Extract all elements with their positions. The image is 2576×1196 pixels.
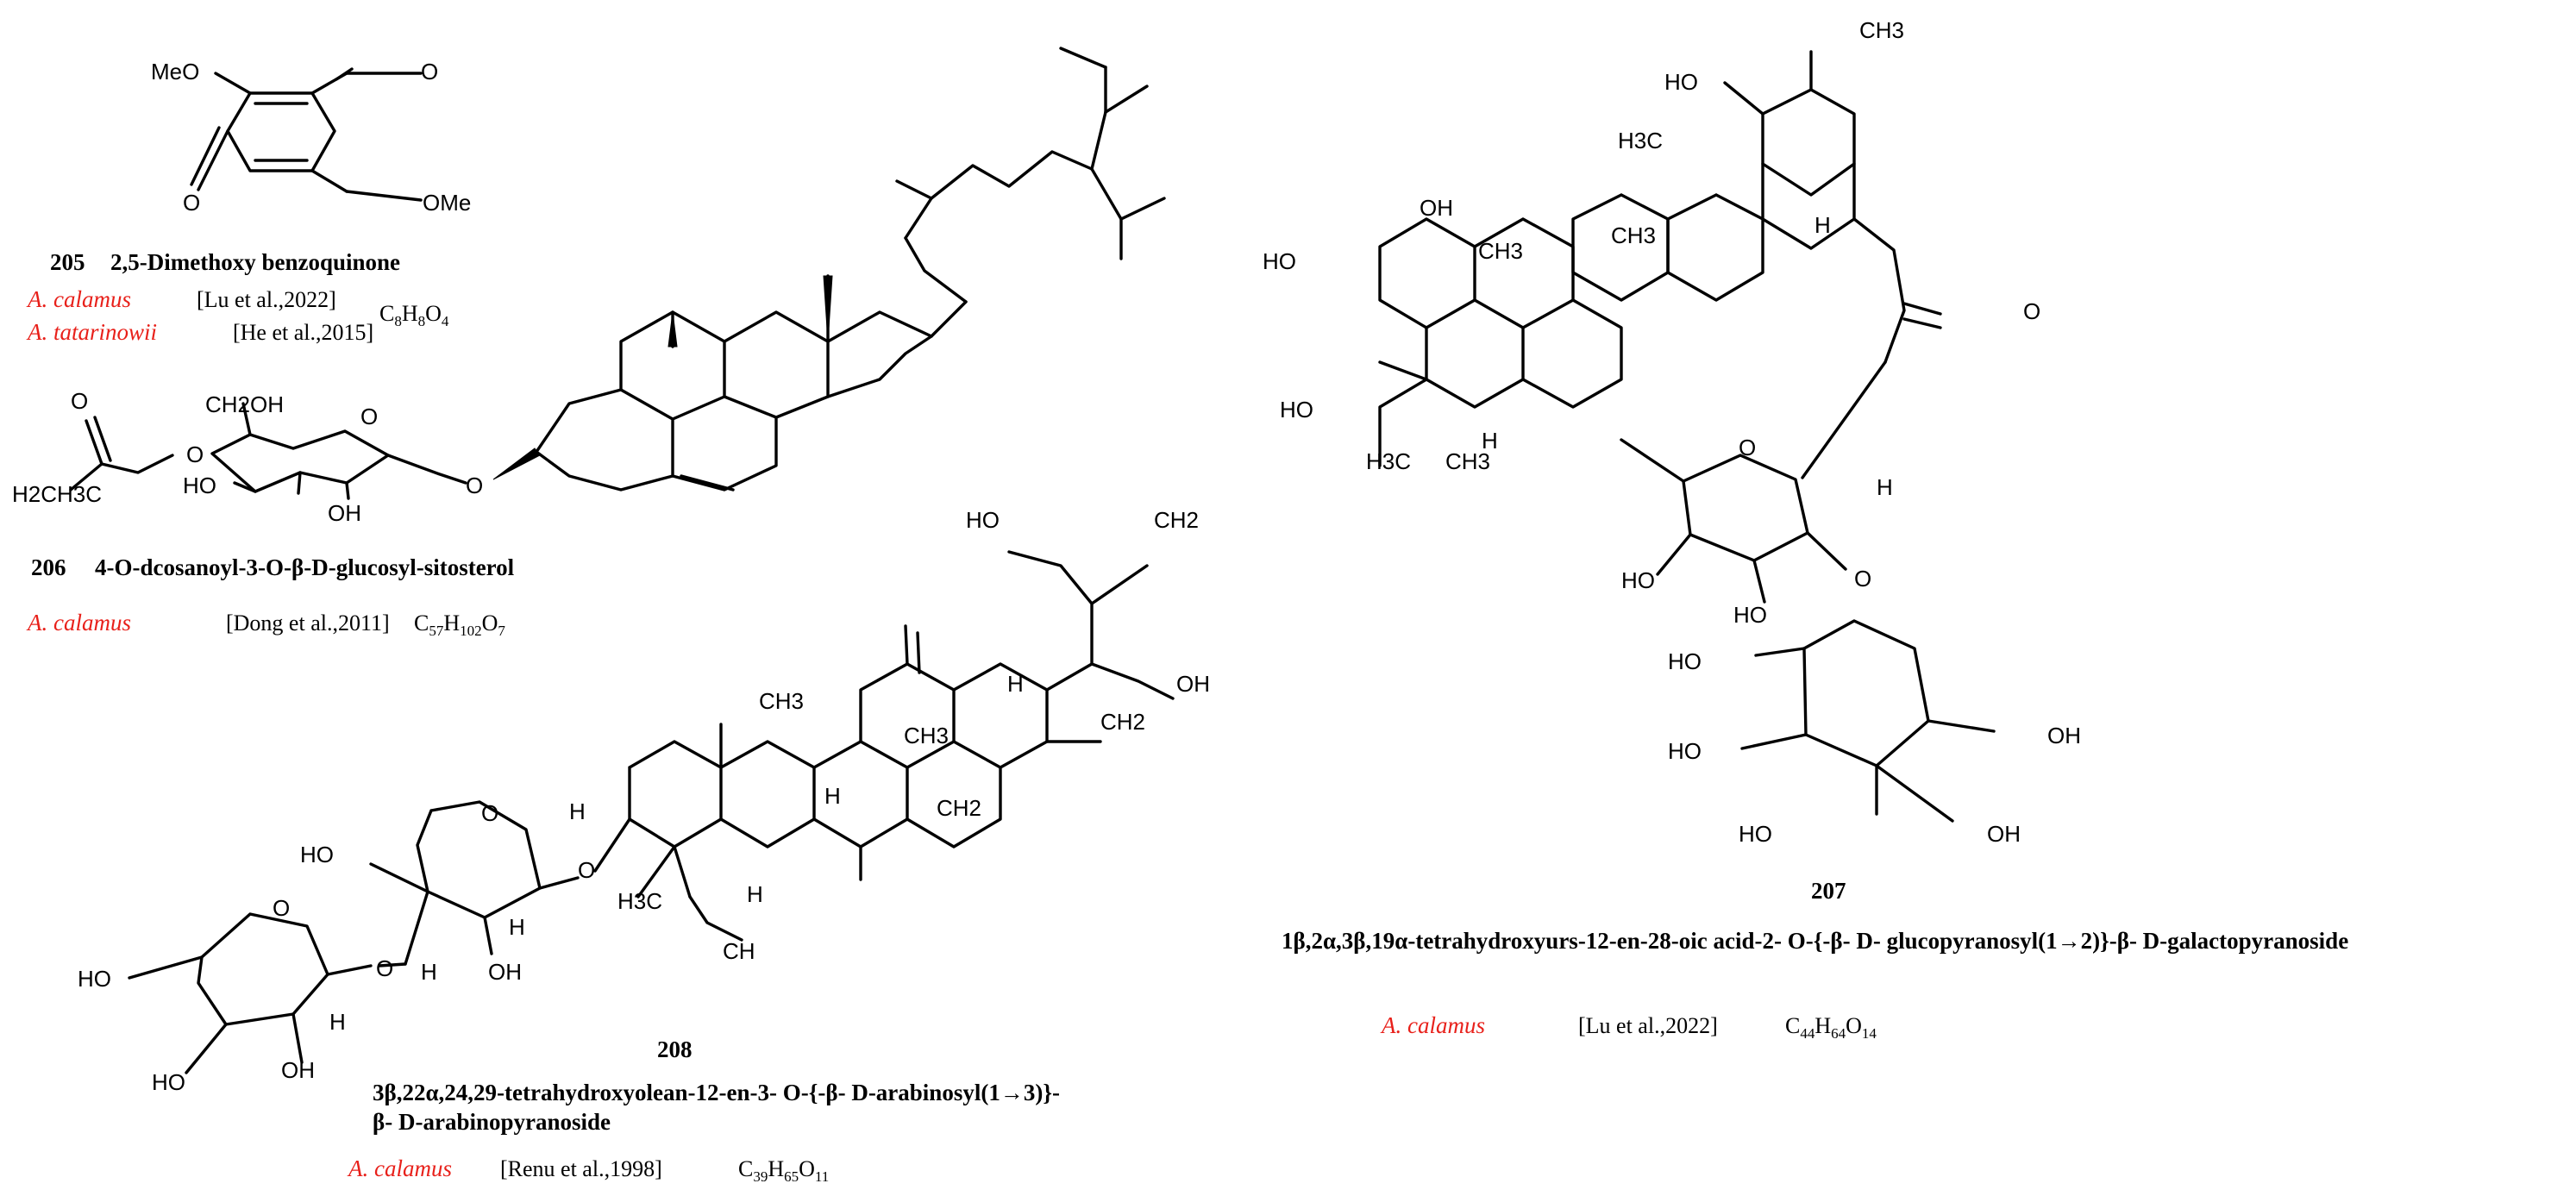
- atom-label: O: [273, 895, 290, 921]
- reference: [Lu et al.,2022]: [197, 287, 336, 312]
- atom-label: O: [1854, 566, 1871, 592]
- atom-label: HO: [1668, 738, 1702, 764]
- atom-label: CH2: [937, 795, 981, 821]
- species-name: A. calamus: [26, 286, 131, 312]
- atom-label: CH3: [1445, 448, 1490, 474]
- atom-label: HO: [1280, 397, 1313, 423]
- species-name: A. tatarinowii: [26, 319, 157, 345]
- compound-name-line1: 3β,22α,24,29-tetrahydroxyolean-12-en-3- …: [373, 1080, 1060, 1105]
- structure-207: CH3 HO H3C OH HO CH3 CH3 H HO H3C CH3 H …: [1263, 17, 2081, 847]
- atom-label: H2CH3C: [12, 481, 102, 507]
- reference: [Renu et al.,1998]: [500, 1156, 662, 1181]
- atom-label: CH2: [1100, 709, 1145, 735]
- caption-208: 208 3β,22α,24,29-tetrahydroxyolean-12-en…: [347, 1036, 1060, 1185]
- molecular-formula: C8H8O4: [379, 301, 449, 329]
- atom-label: CH3: [1478, 238, 1523, 264]
- atom-label: HO: [966, 507, 1000, 533]
- species-name: A. calamus: [1380, 1012, 1485, 1038]
- atom-label: H: [509, 914, 525, 940]
- atom-label: O: [421, 59, 438, 85]
- compound-number: 206: [31, 554, 66, 580]
- compound-name: 2,5-Dimethoxy benzoquinone: [110, 249, 400, 275]
- atom-label: H3C: [1618, 128, 1663, 153]
- compound-number: 208: [657, 1036, 693, 1062]
- atom-label: O: [183, 190, 200, 216]
- compound-name: 1β,2α,3β,19α-tetrahydroxyurs-12-en-28-oi…: [1282, 928, 2348, 954]
- atom-label: H: [421, 959, 437, 985]
- atom-label: H: [1007, 671, 1024, 697]
- atom-label: H: [1877, 474, 1893, 500]
- species-name: A. calamus: [347, 1155, 452, 1181]
- molecular-formula: C44H64O14: [1785, 1013, 1877, 1042]
- atom-label: OH: [1420, 195, 1453, 221]
- atom-label: HO: [300, 842, 334, 867]
- atom-label: O: [360, 404, 378, 429]
- atom-label: CH2: [1154, 507, 1199, 533]
- atom-label: H: [1814, 212, 1831, 238]
- atom-label: HO: [183, 473, 216, 498]
- atom-label: HO: [1739, 821, 1772, 847]
- atom-label: H: [569, 798, 586, 824]
- compound-number: 205: [50, 249, 85, 275]
- atom-label: CH3: [1611, 222, 1656, 248]
- molecular-formula: C57H102O7: [414, 611, 505, 639]
- structure-206: O O H2CH3C CH2OH O HO OH O: [12, 47, 1166, 526]
- atom-label: HO: [78, 966, 111, 992]
- atom-label: H: [1482, 428, 1498, 454]
- atom-label: HO: [152, 1069, 185, 1095]
- atom-label: HO: [1263, 248, 1296, 274]
- compound-number: 207: [1811, 878, 1846, 904]
- structure-208: HO CH2 OH CH3 H CH3 H CH2 CH2 H O HO O H…: [78, 507, 1210, 1095]
- atom-label: HO: [1668, 648, 1702, 674]
- atom-label: H: [747, 881, 763, 907]
- atom-label: OH: [281, 1057, 315, 1083]
- atom-label: HO: [1664, 69, 1698, 95]
- atom-label: OH: [1176, 671, 1210, 697]
- atom-label: OMe: [423, 190, 471, 216]
- reference: [He et al.,2015]: [233, 320, 373, 345]
- atom-label: H: [329, 1009, 346, 1035]
- atom-label: OH: [2047, 723, 2081, 748]
- atom-label: H3C: [1366, 448, 1411, 474]
- atom-label: O: [71, 388, 88, 414]
- atom-label: O: [578, 857, 595, 883]
- atom-label: O: [1739, 435, 1756, 460]
- atom-label: O: [186, 441, 204, 467]
- compound-name-line2: β- D-arabinopyranoside: [373, 1109, 611, 1135]
- caption-207: 207 1β,2α,3β,19α-tetrahydroxyurs-12-en-2…: [1282, 878, 2348, 1042]
- compound-name: 4-O-dcosanoyl-3-O-β-D-glucosyl-sitostero…: [95, 554, 515, 580]
- atom-label: HO: [1621, 567, 1655, 593]
- reference: [Lu et al.,2022]: [1578, 1013, 1718, 1038]
- atom-label: MeO: [151, 59, 199, 85]
- atom-label: OH: [488, 959, 522, 985]
- atom-label: CH: [723, 938, 755, 964]
- atom-label: CH3: [904, 723, 949, 748]
- atom-label: O: [376, 955, 393, 981]
- reference: [Dong et al.,2011]: [226, 611, 390, 636]
- atom-label: OH: [328, 500, 361, 526]
- atom-label: CH3: [1859, 17, 1904, 43]
- atom-label: O: [2023, 298, 2040, 324]
- molecular-formula: C39H65O11: [738, 1156, 829, 1185]
- atom-label: OH: [1987, 821, 2021, 847]
- atom-label: H: [824, 783, 841, 809]
- atom-label: CH2OH: [205, 391, 284, 417]
- caption-205: 205 2,5-Dimethoxy benzoquinone A. calamu…: [26, 249, 449, 345]
- structure-205: MeO O O OMe: [151, 59, 471, 216]
- species-name: A. calamus: [26, 610, 131, 636]
- atom-label: CH3: [759, 688, 804, 714]
- atom-label: O: [466, 473, 483, 498]
- caption-206: 206 4-O-dcosanoyl-3-O-β-D-glucosyl-sitos…: [26, 554, 515, 639]
- atom-label: HO: [1733, 602, 1767, 628]
